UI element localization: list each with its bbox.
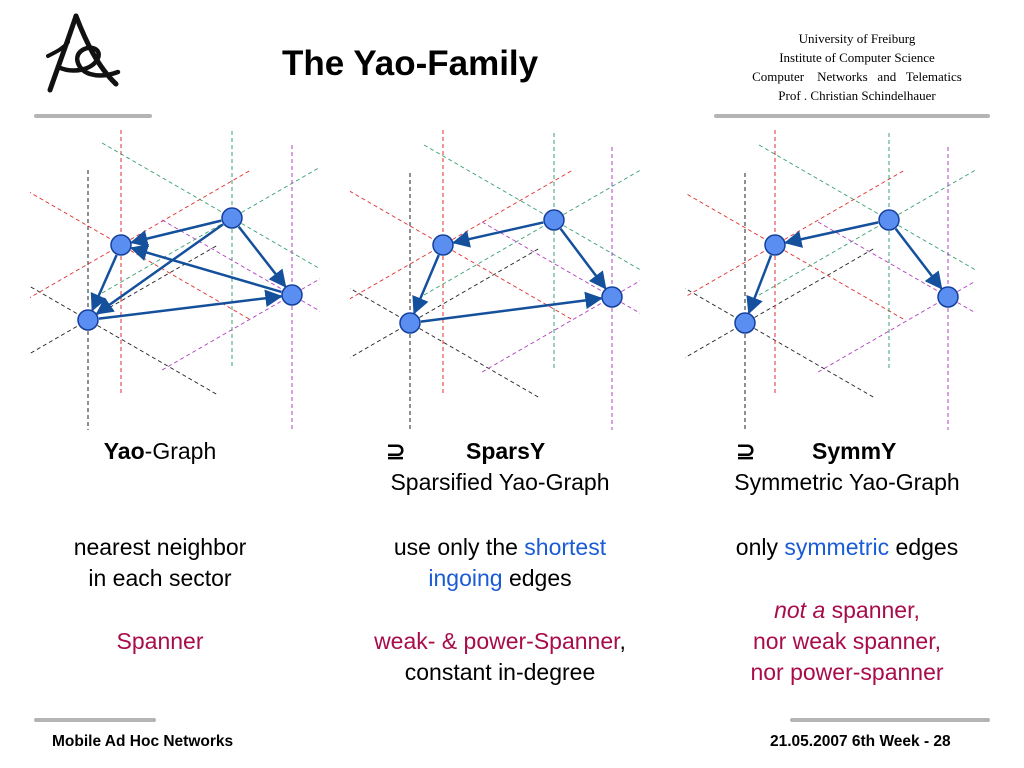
sector-line: [685, 287, 876, 399]
sector-line: [350, 169, 574, 300]
edge-arrow: [559, 228, 607, 290]
institution-line: Prof . Christian Schindelhauer: [778, 88, 936, 103]
institution-line: Computer Networks and Telematics: [752, 69, 962, 84]
sector-line: [30, 244, 219, 355]
footer-course: Mobile Ad Hoc Networks: [52, 733, 234, 750]
edge-arrow: [784, 221, 879, 248]
symmy-description: only symmetric edges: [735, 534, 959, 560]
graph-node: [601, 286, 623, 308]
edge-arrow: [98, 289, 283, 320]
edge-arrow: [129, 219, 222, 248]
graph-node: [281, 284, 303, 306]
header-rule-right: [714, 114, 990, 118]
yao-result: Spanner: [116, 628, 204, 654]
graph-node: [937, 286, 959, 308]
edge-arrow: [452, 221, 544, 248]
edge-arrow: [412, 254, 440, 315]
sector-line: [758, 169, 975, 296]
edge-arrow: [237, 225, 287, 288]
sparsy-subtitle: Sparsified Yao-Graph: [390, 469, 610, 495]
symmy-result: not a spanner, nor weak spanner, nor pow…: [750, 597, 944, 685]
university-logo: [46, 13, 121, 93]
edge-arrow: [420, 291, 603, 323]
sector-line: [423, 169, 640, 296]
sector-line: [30, 191, 252, 321]
footer-date-page: 21.05.2007 6th Week - 28: [770, 733, 951, 750]
sector-line: [685, 247, 876, 359]
sector-line: [685, 169, 906, 298]
graph-node: [734, 312, 756, 334]
graph-node: [221, 207, 243, 229]
edge-arrow: [95, 223, 224, 315]
institution-line: University of Freiburg: [798, 31, 916, 46]
header-rule-left: [34, 114, 152, 118]
graph-node: [543, 209, 565, 231]
sparsy-result: weak- & power-Spanner, constant in-degre…: [374, 628, 626, 685]
sector-line: [758, 144, 975, 271]
sector-line: [30, 169, 252, 299]
institution-line: Institute of Computer Science: [779, 50, 935, 65]
institution-block: University of Freiburg Institute of Comp…: [726, 29, 988, 105]
sector-line: [685, 192, 906, 321]
footer-rule-right: [790, 718, 990, 722]
graph-node: [764, 234, 786, 256]
edge-arrow: [129, 244, 282, 294]
graph-node: [432, 234, 454, 256]
yao-graph-heading: Yao-Graph: [103, 438, 217, 464]
sector-line: [30, 285, 219, 396]
footer-rule-left: [34, 718, 156, 722]
sector-line: [423, 144, 640, 271]
symmy-subtitle: Symmetric Yao-Graph: [734, 469, 960, 495]
edge-arrow: [894, 227, 943, 290]
yao-graph-diagram: [30, 130, 320, 430]
symmy-graph-diagram: [685, 130, 975, 430]
sector-line: [350, 287, 541, 399]
sector-line: [350, 247, 541, 359]
graph-node: [878, 209, 900, 231]
graph-node: [399, 312, 421, 334]
graph-node: [77, 309, 99, 331]
edge-arrow: [746, 254, 773, 315]
sparsy-description: use only the shortest ingoing edges: [393, 534, 607, 591]
sector-line: [350, 190, 574, 321]
sparsy-graph-diagram: [350, 130, 640, 430]
slide-title: The Yao-Family: [282, 44, 539, 83]
yao-description: nearest neighbor in each sector: [73, 534, 247, 591]
graph-node: [110, 234, 132, 256]
